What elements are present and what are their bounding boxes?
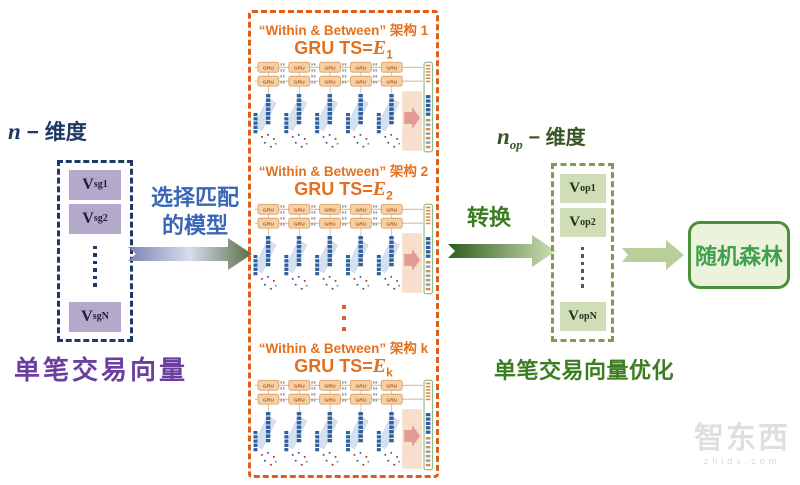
vector-item-base: V [568,308,580,324]
vector-item-base: V [81,308,93,325]
watermark: 智东西 zhidx.com [694,424,790,466]
dim-variable-sub: op [509,137,523,152]
gru-formula-var: E [372,178,387,200]
gru-formula-prefix: GRU TS= [294,38,373,58]
gru-network-diagram-k [253,379,434,471]
vector-item-base: V [82,176,94,193]
dim-variable: n [8,119,21,144]
vector-item-sub: sg2 [93,213,108,224]
watermark-domain: zhidx.com [703,456,781,466]
vector-item-base: V [82,210,94,227]
vertical-ellipsis [341,305,346,331]
gru-network-diagram-2 [253,203,434,295]
gru-network-diagram-1 [253,61,434,153]
vector-item-sub: op2 [580,216,596,228]
vertical-ellipsis [93,234,97,298]
vector-item-base: V [569,180,581,196]
select-model-label-line1: 选择匹配 [150,185,239,210]
gru-formula-sub: k [386,365,393,380]
architecture-1-title: “Within & Between” 架构 1 [258,23,429,38]
vector-item-sub: sg1 [93,179,108,190]
architecture-2-title: “Within & Between” 架构 2 [258,164,429,179]
vector-item-sub: sgN [92,311,109,322]
select-model-label: 选择匹配 的模型 [134,184,256,239]
gru-formula-sub: 1 [386,47,393,62]
dim-text: − 维度 [522,127,586,149]
gru-formula-var: E [372,355,387,377]
convert-arrow [448,235,556,267]
gru-formula-prefix: GRU TS= [294,356,373,376]
input-vector-caption: 单笔交易向量 [14,355,189,385]
output-dimension-label: nop − 维度 [497,121,586,153]
select-model-label-line2: 的模型 [161,212,228,238]
convert-label: 转换 [467,205,512,230]
architecture-1-formula: GRU TS=E1 [251,37,436,62]
gru-formula-var: E [372,37,387,59]
vertical-ellipsis [580,237,585,297]
select-model-arrow [128,238,252,270]
architecture-k-title: “Within & Between” 架构 k [258,341,429,356]
vector-item-sub: opN [579,310,597,322]
vector-item-sub: op1 [580,182,596,194]
random-forest-label: 随机森林 [694,244,783,269]
random-forest-box: 随机森林 [688,221,790,289]
gru-formula-prefix: GRU TS= [294,179,373,199]
architecture-k-formula: GRU TS=Ek [251,355,436,380]
to-random-forest-arrow [622,240,684,270]
gru-formula-sub: 2 [386,188,393,203]
dim-variable: n [497,124,510,149]
dim-text: − 维度 [20,121,87,144]
watermark-brand: 智东西 [694,422,790,455]
output-vector-caption: 单笔交易向量优化 [494,358,675,383]
input-dimension-label: n − 维度 [8,116,87,146]
architectures-container: “Within & Between” 架构 1 GRU TS=E1 “Withi… [248,10,439,478]
vector-item-base: V [569,214,581,230]
architecture-2-formula: GRU TS=E2 [251,178,436,203]
